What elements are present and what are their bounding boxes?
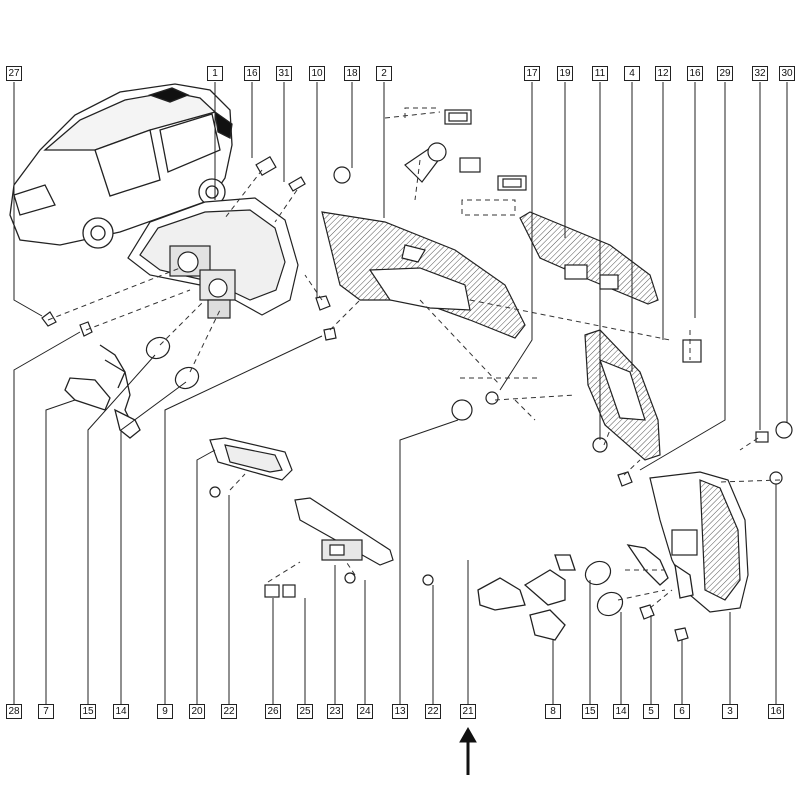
tail-lamp-strip-icon [519,211,659,305]
tail-lamp-center-icon [321,211,526,339]
harness-icon [626,544,694,599]
callout-top-19: 19 [557,66,573,81]
callout-top-31: 31 [276,66,292,81]
tail-lamp-assembly-icon [649,471,749,613]
callout-bottom-7: 7 [38,704,54,719]
callout-bottom-3: 3 [722,704,738,719]
callout-top-29: 29 [717,66,733,81]
guide-lines [47,107,781,609]
callout-top-16: 16 [244,66,260,81]
callout-top-11: 11 [592,66,608,81]
car-icon [9,83,233,249]
callout-bottom-13: 13 [392,704,408,719]
callout-top-1: 1 [207,66,223,81]
callout-top-10: 10 [309,66,325,81]
callout-top-12: 12 [655,66,671,81]
callout-bottom-24: 24 [357,704,373,719]
tail-lamp-inner-icon [584,329,661,461]
harness-icon [477,554,576,641]
callout-bottom-14b: 14 [613,704,629,719]
leader-lines [13,82,788,471]
callout-top-17: 17 [524,66,540,81]
bulb-icon [404,109,472,183]
callout-bottom-21-highlighted: 21 [460,704,476,719]
callout-top-4: 4 [624,66,640,81]
plate-lamp-icon [294,497,394,566]
callout-bottom-16: 16 [768,704,784,719]
callout-bottom-26: 26 [265,704,281,719]
callout-bottom-5: 5 [643,704,659,719]
reflector-icon [209,437,293,481]
callout-bottom-22: 22 [221,704,237,719]
callout-top-27: 27 [6,66,22,81]
callout-bottom-14: 14 [113,704,129,719]
callout-bottom-28: 28 [6,704,22,719]
callout-bottom-9: 9 [157,704,173,719]
connector-icon [459,157,527,191]
callout-bottom-6: 6 [674,704,690,719]
arrow-up-icon [459,726,477,775]
callout-bottom-15: 15 [80,704,96,719]
callout-top-2: 2 [376,66,392,81]
callout-bottom-22b: 22 [425,704,441,719]
bulb-icon [145,155,702,617]
leader-lines [13,331,777,704]
headlamp-assembly-icon [127,197,299,319]
callout-top-16b: 16 [687,66,703,81]
callout-bottom-23: 23 [327,704,343,719]
callout-top-18: 18 [344,66,360,81]
callout-bottom-8: 8 [545,704,561,719]
callout-bottom-20: 20 [189,704,205,719]
callout-top-32: 32 [752,66,768,81]
callout-top-30: 30 [779,66,795,81]
callout-bottom-15b: 15 [582,704,598,719]
callout-bottom-25: 25 [297,704,313,719]
